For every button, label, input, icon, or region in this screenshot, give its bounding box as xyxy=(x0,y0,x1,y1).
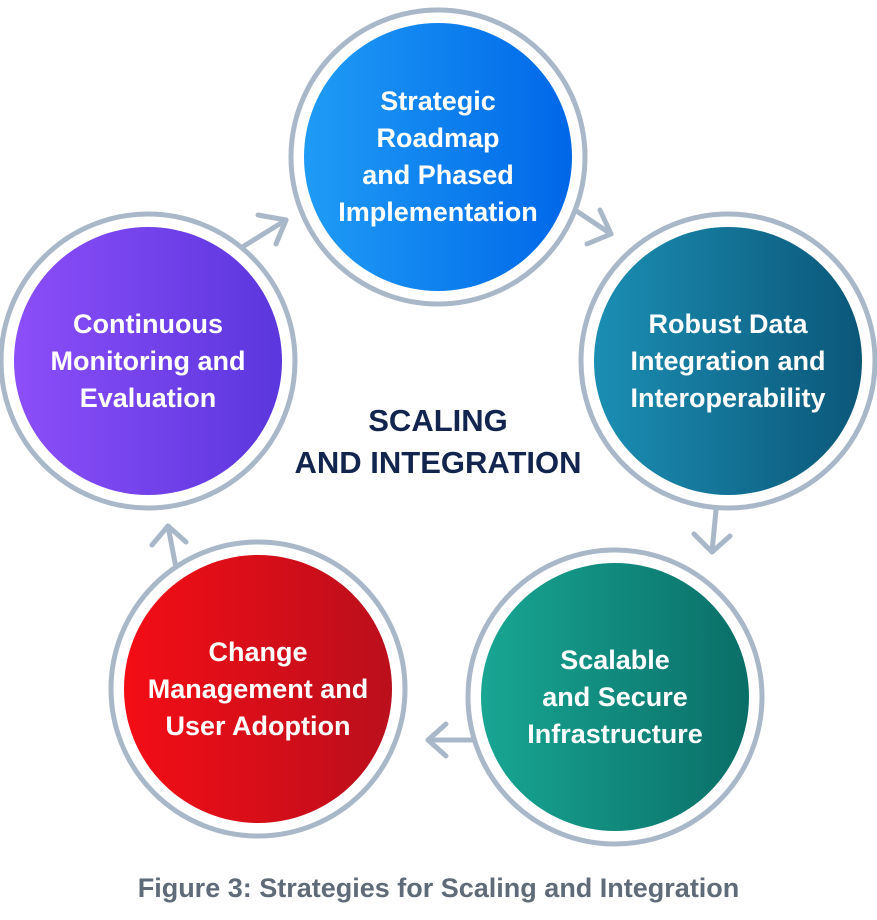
node-robust-data-integration-label-line-1: Robust Data xyxy=(648,308,808,339)
node-continuous-monitoring-label-line-3: Evaluation xyxy=(79,382,217,413)
arrow-change-to-monitoring-head xyxy=(149,523,189,548)
center-title-line-1: SCALING xyxy=(368,403,508,438)
arrow-monitoring-to-roadmap-head xyxy=(255,212,289,247)
arrow-roadmap-to-data xyxy=(569,205,614,247)
arrow-change-to-monitoring-shaft xyxy=(165,523,179,571)
center-title-line-2: AND INTEGRATION xyxy=(294,445,582,480)
figure-caption: Figure 3: Strategies for Scaling and Int… xyxy=(137,873,740,903)
node-scalable-infrastructure-disc xyxy=(481,563,749,831)
node-robust-data-integration-disc xyxy=(594,227,862,495)
node-change-management-disc xyxy=(124,555,392,823)
arrow-infrastructure-to-change-head xyxy=(425,721,449,759)
node-change-management-label-line-3: User Adoption xyxy=(165,710,351,741)
node-change-management-label-line-2: Management and xyxy=(147,673,369,704)
node-scalable-infrastructure xyxy=(465,547,765,847)
arrow-data-to-infrastructure xyxy=(691,507,733,555)
center-title: SCALING AND INTEGRATION xyxy=(238,400,638,484)
node-continuous-monitoring-label-line-2: Monitoring and xyxy=(50,345,246,376)
arrow-monitoring-to-roadmap-shaft xyxy=(241,217,289,249)
node-strategic-roadmap-label-line-4: Implementation xyxy=(338,197,538,227)
node-robust-data-integration xyxy=(578,211,877,511)
node-continuous-monitoring xyxy=(0,211,298,511)
node-strategic-roadmap-label-line-3: and Phased xyxy=(362,160,514,190)
node-scalable-infrastructure-label-line-3: Infrastructure xyxy=(527,718,703,749)
node-scalable-infrastructure-label-line-1: Scalable xyxy=(560,644,670,675)
arrow-data-to-infrastructure-shaft xyxy=(709,507,719,555)
node-continuous-monitoring-label-line-1: Continuous xyxy=(73,308,223,339)
node-robust-data-integration-label-line-2: Integration and xyxy=(630,345,826,376)
node-change-management-label-line-1: Change xyxy=(208,636,308,667)
node-scalable-infrastructure-label-line-2: and Secure xyxy=(542,681,688,712)
arrow-roadmap-to-data-shaft xyxy=(569,205,614,237)
node-robust-data-integration-label-line-3: Interoperability xyxy=(630,382,826,413)
arrow-monitoring-to-roadmap xyxy=(241,212,289,249)
arrow-roadmap-to-data-head xyxy=(584,207,614,247)
arrow-data-to-infrastructure-head xyxy=(691,531,733,555)
arrow-change-to-monitoring xyxy=(149,523,189,571)
cycle-nodes xyxy=(0,7,877,847)
node-continuous-monitoring-disc xyxy=(14,227,282,495)
node-strategic-roadmap-disc xyxy=(304,23,572,291)
node-strategic-roadmap xyxy=(288,7,588,307)
node-change-management xyxy=(108,539,408,839)
node-strategic-roadmap-label-line-2: Roadmap xyxy=(376,123,500,153)
node-strategic-roadmap-label-line-1: Strategic xyxy=(380,86,496,116)
